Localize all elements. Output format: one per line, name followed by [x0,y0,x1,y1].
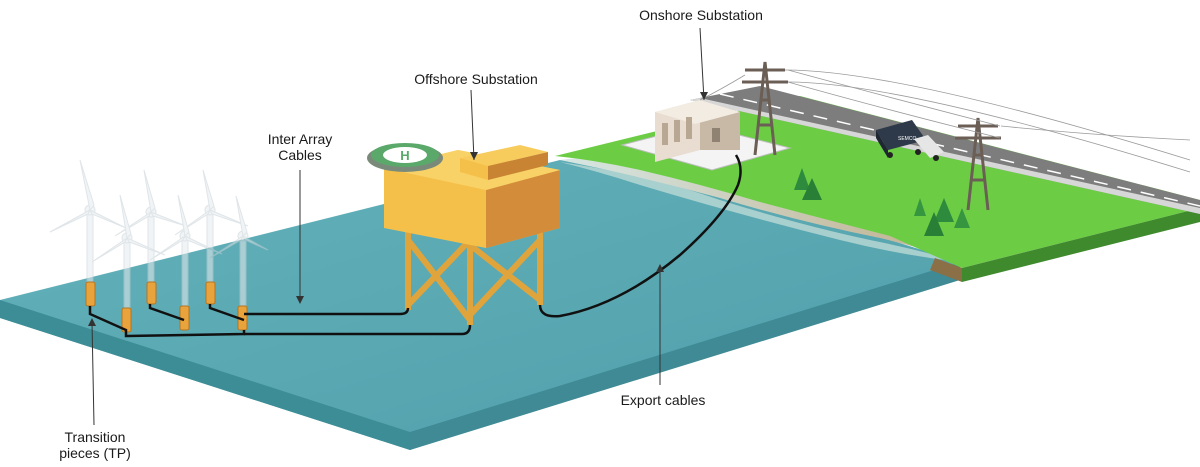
transition-pieces [85,281,248,333]
wind-turbine-icon [49,159,127,283]
transition-label-line2: pieces (TP) [59,445,131,461]
road [690,86,1200,214]
offshore-substation-label: Offshore Substation [414,71,538,87]
truck-brand: SEMCO [898,136,916,142]
building-icon [655,100,740,162]
inter-array-label-line1: Inter Array [267,131,333,147]
inter-array-label-line2: Cables [278,147,322,163]
label-leader-lines [91,27,705,426]
helipad-letter: H [400,148,409,163]
transition-piece [205,281,216,305]
helipad-icon: H [367,143,443,172]
offshore-substation: H [367,143,560,325]
pylon-icon [742,61,1001,211]
export-cables-label: Export cables [620,392,706,408]
wind-turbine-icon [149,194,223,307]
transition-label-line1: Transition [64,429,126,445]
wind-turbine-icon [114,169,187,283]
wind-turbine-icon [91,194,166,309]
onshore-substation [620,100,792,171]
inter-array-cables-label: Inter Array Cables [245,131,355,163]
transition-piece [146,281,157,305]
transition-pieces-label: Transition pieces (TP) [20,429,170,461]
power-lines [699,69,1191,173]
beach-strip [560,155,975,262]
truck-icon: SEMCO [876,120,944,161]
onshore-substation-label: Onshore Substation [639,7,763,23]
leader-arrowheads [88,92,708,326]
wind-turbines [49,159,269,309]
tree-icon [794,168,970,236]
transition-piece [85,281,96,307]
inter-array-cables [88,304,472,338]
export-cable [538,154,742,318]
